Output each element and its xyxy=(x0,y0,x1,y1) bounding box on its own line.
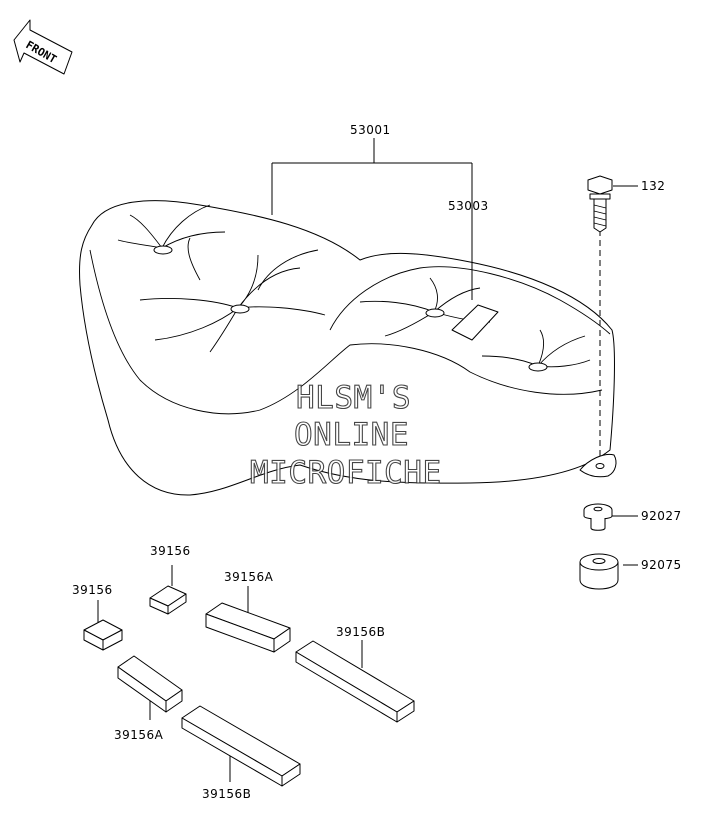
label-132: 132 xyxy=(641,179,665,193)
pad-long-a xyxy=(295,640,415,723)
passenger-button-front xyxy=(425,308,445,318)
label-39156-upper: 39156 xyxy=(150,544,191,558)
part-labels: 53001 53003 132 92027 92075 39156 39156 … xyxy=(72,123,682,801)
watermark: HLSM'S ONLINE MICROFICHE xyxy=(249,379,442,491)
label-39156a-upper: 39156A xyxy=(224,570,274,584)
passenger-button-rear xyxy=(528,362,548,372)
front-direction-arrow: FRONT xyxy=(13,19,73,75)
damper-92075 xyxy=(579,553,619,590)
seat-ridge xyxy=(329,266,611,335)
pad-long-b xyxy=(181,705,301,787)
label-92075: 92075 xyxy=(641,558,682,572)
passenger-tuck-front xyxy=(359,277,491,337)
label-39156-lower: 39156 xyxy=(72,583,113,597)
seat-mount-hole xyxy=(595,463,605,469)
watermark-line-1: HLSM'S xyxy=(296,380,411,416)
seat-cover-insert xyxy=(451,304,499,341)
label-53003: 53003 xyxy=(448,199,489,213)
rider-button-rear xyxy=(230,304,250,314)
rider-tuck-rear xyxy=(139,254,326,353)
seat-side-seam xyxy=(89,249,603,415)
pad-medium-b xyxy=(117,655,183,713)
passenger-tuck-rear xyxy=(481,329,591,368)
collar-92027 xyxy=(583,503,613,531)
pad-small-b xyxy=(83,619,123,651)
watermark-line-2: ONLINE xyxy=(294,417,409,453)
label-92027: 92027 xyxy=(641,509,682,523)
seat-illustration xyxy=(79,200,617,496)
pad-small-a xyxy=(149,585,187,615)
label-39156b-lower: 39156B xyxy=(202,787,251,801)
label-39156a-lower: 39156A xyxy=(114,728,164,742)
watermark-line-3: MICROFICHE xyxy=(250,455,442,491)
front-arrow-icon xyxy=(13,19,73,75)
rider-button-front xyxy=(153,245,173,255)
rider-tuck-front xyxy=(117,204,226,249)
pad-medium-a xyxy=(205,602,291,653)
rider-tuck-mid xyxy=(187,237,319,291)
bolt-132 xyxy=(587,175,613,233)
label-53001: 53001 xyxy=(350,123,391,137)
label-39156b-upper: 39156B xyxy=(336,625,385,639)
